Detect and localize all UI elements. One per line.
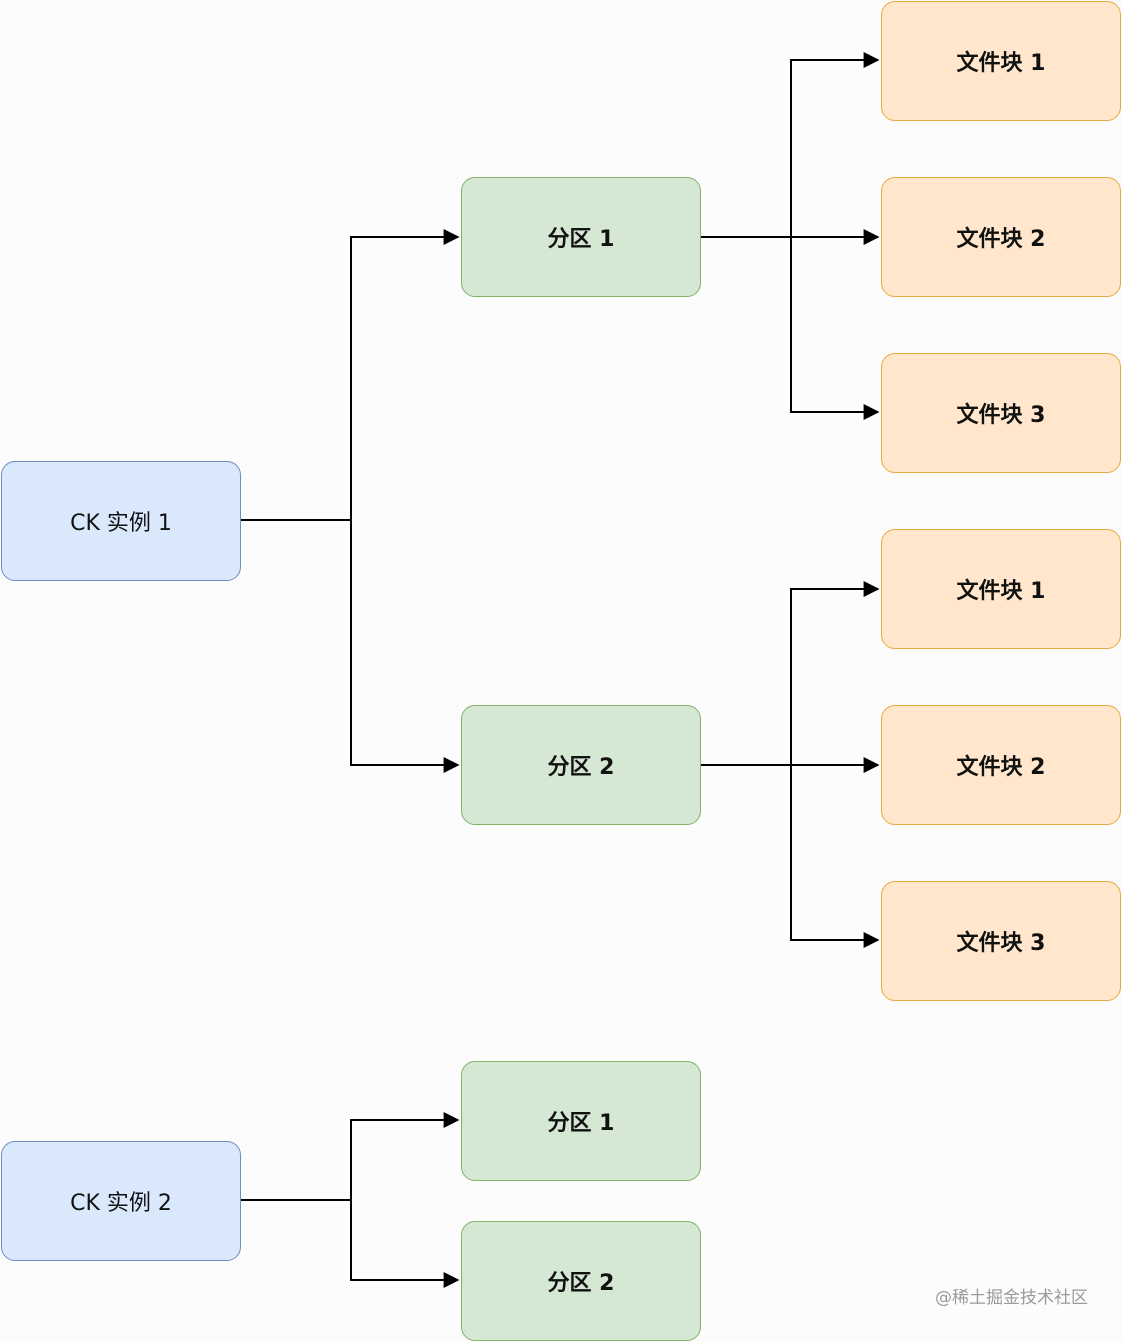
file-block-node-1-2-2[interactable]: 文件块 2 — [881, 705, 1121, 825]
partition-node-1-1[interactable]: 分区 1 — [461, 177, 701, 297]
file-block-node-1-2-3[interactable]: 文件块 3 — [881, 881, 1121, 1001]
partition-node-1-2[interactable]: 分区 2 — [461, 705, 701, 825]
partition-node-2-2[interactable]: 分区 2 — [461, 1221, 701, 1341]
edge-inst2-p21 — [241, 1112, 460, 1201]
edge-p11-b113 — [701, 236, 880, 420]
file-block-node-1-2-1[interactable]: 文件块 1 — [881, 529, 1121, 649]
edge-p12-b121 — [701, 581, 880, 766]
file-block-node-1-1-3[interactable]: 文件块 3 — [881, 353, 1121, 473]
edge-p12-b123 — [701, 764, 880, 948]
edge-inst1-p12 — [241, 519, 460, 773]
edge-p11-b111 — [701, 52, 880, 238]
instance-node-2[interactable]: CK 实例 2 — [1, 1141, 241, 1261]
file-block-node-1-1-1[interactable]: 文件块 1 — [881, 1, 1121, 121]
instance-node-1[interactable]: CK 实例 1 — [1, 461, 241, 581]
file-block-node-1-1-2[interactable]: 文件块 2 — [881, 177, 1121, 297]
edge-inst2-p22 — [241, 1199, 460, 1288]
edge-inst1-p11 — [241, 229, 460, 521]
partition-node-2-1[interactable]: 分区 1 — [461, 1061, 701, 1181]
watermark-text: @稀土掘金技术社区 — [935, 1288, 1088, 1308]
